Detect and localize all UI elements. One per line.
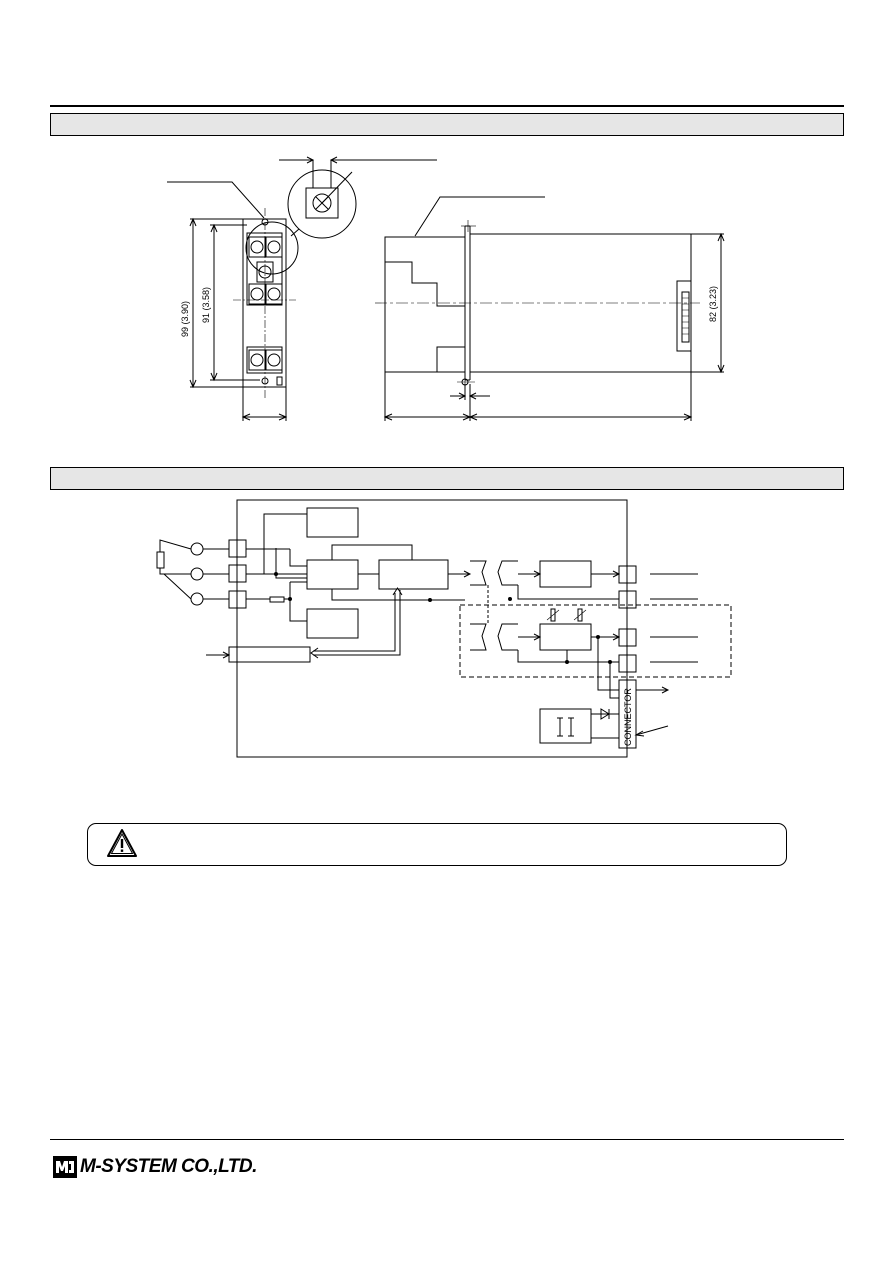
top-rule [50, 105, 844, 107]
section-bar-schematic [50, 467, 844, 490]
front-view-drawing [167, 156, 437, 421]
connector-label: CONNECTOR [623, 688, 633, 746]
dim-label-99: 99 (3.90) [180, 301, 190, 337]
section-bar-dimensions [50, 113, 844, 136]
dim-label-91: 91 (3.58) [201, 287, 211, 323]
company-logo: M-SYSTEM CO.,LTD. [53, 1155, 257, 1179]
caution-box [87, 823, 787, 866]
warning-triangle-icon [107, 829, 137, 857]
dim-label-82: 82 (3.23) [708, 286, 718, 322]
company-name: M-SYSTEM CO.,LTD. [80, 1156, 257, 1177]
bottom-rule [50, 1139, 844, 1140]
m-system-logo-icon [53, 1156, 77, 1178]
block-diagram [156, 499, 732, 758]
side-view-drawing [375, 196, 725, 421]
